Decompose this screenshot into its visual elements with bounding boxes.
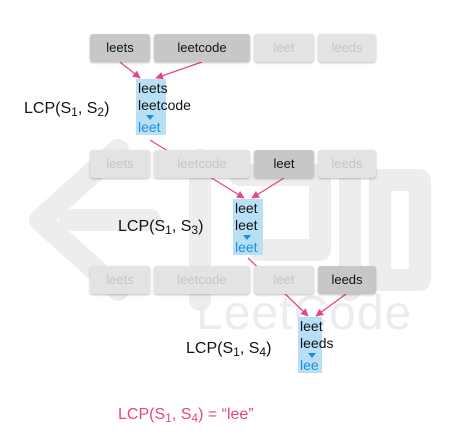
compare-string: leets (138, 80, 168, 97)
prefix-highlight (136, 79, 166, 135)
down-arrow-icon (146, 115, 154, 120)
remaining-suffix: ds (318, 335, 334, 351)
step-label: LCP(S1, S3) (118, 218, 204, 237)
compare-string: leet (235, 217, 258, 234)
arrow-s1-to-step1 (119, 61, 141, 79)
compare-string: leetcode (138, 97, 191, 114)
down-arrow-icon (243, 235, 251, 240)
prefix-highlight (298, 317, 322, 373)
arrow-s3-to-step2 (251, 177, 285, 199)
string-box-leeds: leeds (318, 34, 376, 62)
compare-string: leet (300, 318, 323, 335)
arrow-s2-to-step1 (155, 61, 203, 80)
matched-prefix: leet (235, 217, 258, 233)
matched-prefix: leet (235, 200, 258, 216)
string-box-leeds: leeds (318, 266, 376, 294)
final-result: LCP(S1, S4) = “lee” (118, 406, 254, 425)
string-box-leet: leet (254, 34, 314, 62)
string-box-leets: leets (90, 34, 150, 62)
string-box-leetcode: leetcode (154, 34, 250, 62)
remaining-suffix: t (318, 318, 323, 334)
step-result: leet (138, 119, 161, 135)
step-label: LCP(S1, S4) (186, 340, 272, 359)
string-box-leet: leet (254, 266, 314, 294)
string-box-leetcode: leetcode (154, 266, 250, 294)
prefix-highlight (233, 199, 263, 255)
step-result: leet (235, 239, 258, 255)
matched-prefix: lee (300, 335, 319, 351)
compare-string: leet (235, 200, 258, 217)
matched-prefix: leet (138, 97, 161, 113)
down-arrow-icon (308, 353, 316, 358)
matched-prefix: lee (300, 318, 319, 334)
string-box-leets: leets (90, 266, 150, 294)
string-box-leetcode: leetcode (154, 150, 250, 178)
string-box-leets: leets (90, 150, 150, 178)
matched-prefix: leet (138, 80, 161, 96)
step-result: lee (300, 357, 319, 373)
string-box-leet: leet (254, 150, 314, 178)
remaining-suffix: code (160, 97, 191, 113)
string-box-leeds: leeds (318, 150, 376, 178)
step-label: LCP(S1, S2) (24, 100, 110, 119)
compare-string: leeds (300, 335, 333, 352)
remaining-suffix: s (160, 80, 168, 96)
arrow-s4-to-step3 (315, 293, 347, 317)
